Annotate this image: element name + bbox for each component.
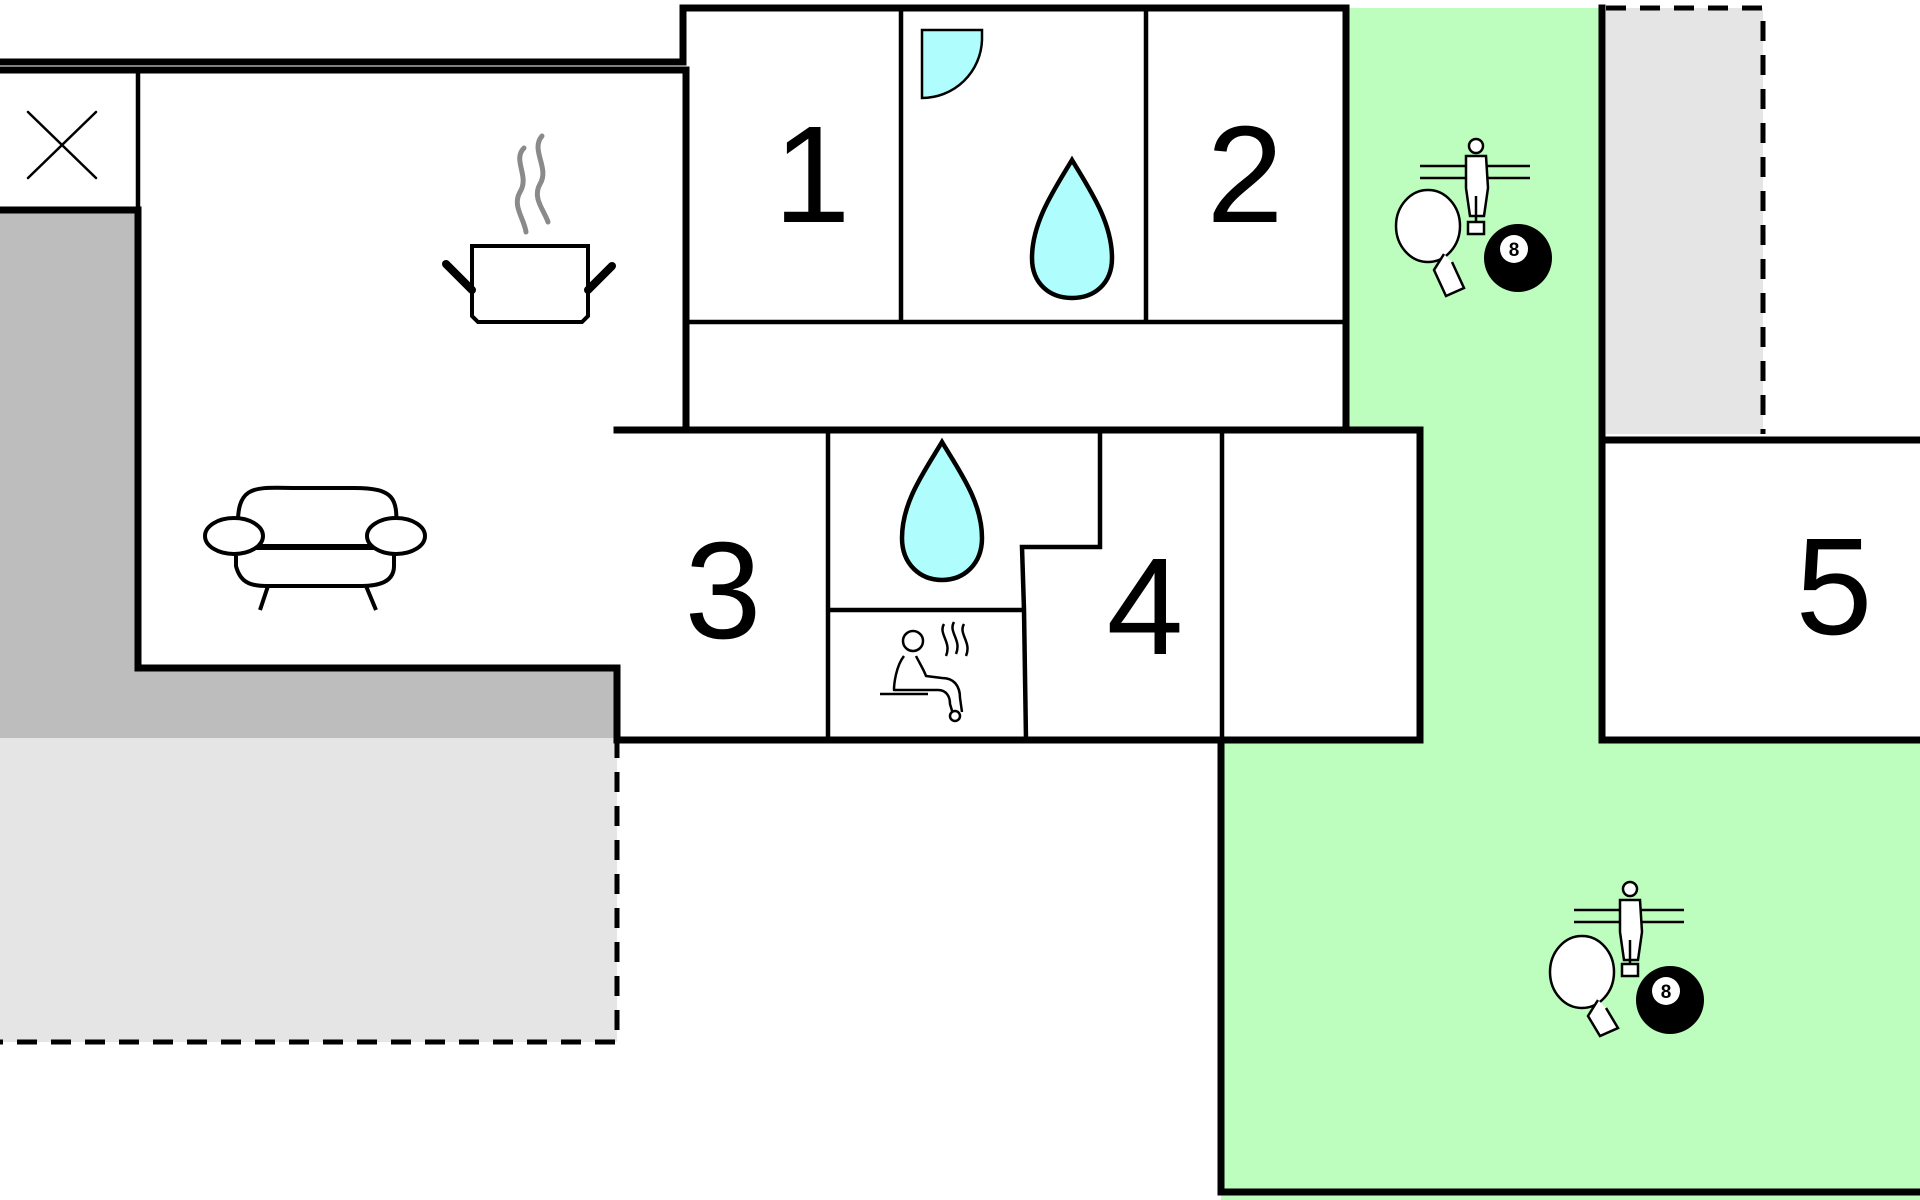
activity-icons-lower: 8 xyxy=(1548,880,1704,1038)
closed-area-x-icon xyxy=(26,110,98,180)
table-football-icon xyxy=(1574,880,1684,978)
wall-grey-top xyxy=(0,206,621,744)
room-3-label: 3 xyxy=(685,514,762,668)
table-tennis-icon xyxy=(1548,934,1620,1038)
sofa-icon xyxy=(203,485,427,611)
bathroom-water-drop-icon xyxy=(899,437,985,583)
kitchen-pot-icon xyxy=(442,133,616,324)
terrace-outline xyxy=(0,738,620,1045)
dashed-outlines xyxy=(0,5,1766,1045)
terrace-outline-top-right xyxy=(1606,5,1766,434)
bathroom-water-drop-icon xyxy=(1029,155,1115,301)
room-4-label: 4 xyxy=(1107,530,1184,684)
room-2-label: 2 xyxy=(1207,98,1284,252)
wall-lower-block xyxy=(613,426,1424,744)
billiard-ball-icon: 8 xyxy=(1484,224,1552,292)
activity-area xyxy=(1221,8,1920,1200)
door-swing-icon xyxy=(920,28,984,100)
terrace-area-top-right xyxy=(1606,8,1763,434)
billiard-ball-number: 8 xyxy=(1661,982,1672,1003)
room-1-label: 1 xyxy=(774,98,851,252)
outdoor-grey-area xyxy=(0,210,617,738)
table-football-icon xyxy=(1420,137,1530,236)
billiard-ball-icon: 8 xyxy=(1636,966,1704,1034)
room-labels: 1 2 3 4 5 xyxy=(685,98,1873,684)
sauna-icon xyxy=(880,621,969,723)
billiard-ball-number: 8 xyxy=(1509,240,1520,261)
wall-bath-2-east xyxy=(1019,430,1103,741)
outer-wall-top-left xyxy=(0,4,1350,66)
activity-icons-upper: 8 xyxy=(1394,137,1552,298)
walls xyxy=(0,4,1920,1196)
room-5-label: 5 xyxy=(1796,510,1873,664)
terrace-area xyxy=(0,738,617,1042)
shaded-regions xyxy=(0,8,1920,1200)
table-tennis-icon xyxy=(1394,188,1466,298)
wall-activity-lower xyxy=(1217,736,1920,1196)
